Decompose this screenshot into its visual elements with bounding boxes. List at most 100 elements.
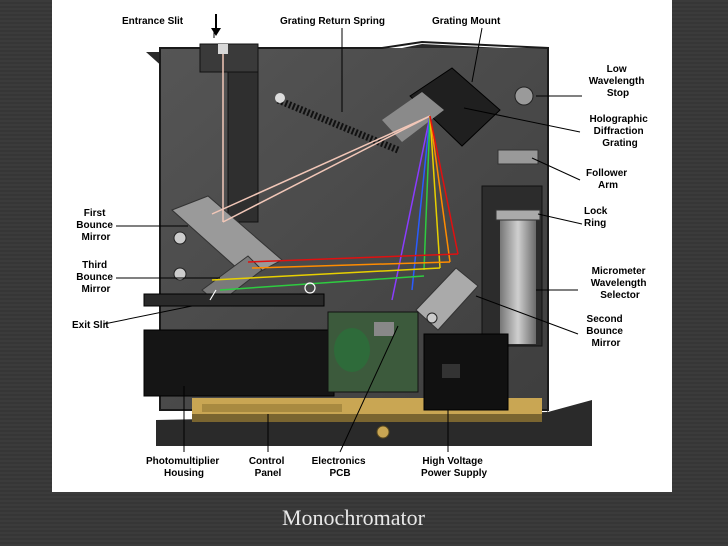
label-second-bounce-line1: Second — [587, 314, 623, 325]
bottom-rail-shadow — [192, 414, 542, 422]
pcb-chip — [374, 322, 394, 336]
label-low-wavelength-stop-line1: Low — [607, 64, 627, 75]
diagram-stage: Entrance Slit Grating Return Spring Grat… — [52, 0, 672, 492]
label-grating-mount: Grating Mount — [432, 16, 501, 27]
label-high-voltage-line1: High Voltage — [422, 456, 483, 467]
label-second-bounce-mirror: Second Bounce Mirror — [586, 314, 625, 349]
ray-violet — [391, 115, 431, 301]
lock-ring — [495, 209, 541, 221]
leader-grating-mount — [471, 27, 483, 83]
return-orange — [251, 261, 451, 269]
label-first-bounce-line1: First — [84, 208, 106, 219]
label-electronics-line2: PCB — [329, 468, 350, 479]
light-paths — [209, 54, 459, 301]
control-panel-strip — [202, 404, 342, 412]
beam-to-exit — [209, 289, 217, 301]
grating-plate — [382, 92, 444, 142]
plate-bevel — [159, 40, 549, 411]
label-high-voltage-line2: Power Supply — [421, 468, 488, 479]
label-micrometer-line3: Selector — [600, 290, 640, 301]
label-first-bounce-line2: Bounce — [76, 220, 113, 231]
leader-electronics-pcb — [339, 325, 399, 453]
return-red — [247, 253, 459, 263]
photomultiplier-housing-box — [143, 329, 335, 397]
entrance-arrow — [211, 14, 221, 36]
label-entrance-slit: Entrance Slit — [122, 16, 184, 27]
label-third-bounce-mirror: Third Bounce Mirror — [76, 260, 115, 295]
entrance-slit-opening — [218, 44, 228, 54]
spring-anchor — [275, 93, 285, 103]
label-control-panel-line1: Control — [249, 456, 285, 467]
label-holographic-line3: Grating — [602, 138, 638, 149]
micrometer-barrel — [500, 214, 536, 344]
label-micrometer-wavelength-selector: Micrometer Wavelength Selector — [591, 266, 650, 301]
label-electronics-pcb: Electronics PCB — [312, 456, 369, 479]
return-green — [219, 275, 425, 291]
grating-return-spring — [276, 96, 400, 154]
label-control-panel: Control Panel — [249, 456, 287, 479]
mirror-screw-1 — [173, 231, 187, 245]
label-grating-return-spring: Grating Return Spring — [280, 16, 385, 27]
slide-caption: Monochromator — [282, 505, 425, 530]
label-third-bounce-line3: Mirror — [82, 284, 111, 295]
ray-yellow — [429, 115, 441, 269]
beam-focus-ring — [304, 282, 316, 294]
ray-red — [429, 115, 459, 255]
label-first-bounce-line3: Mirror — [82, 232, 111, 243]
exit-slit-bar — [143, 293, 325, 307]
entrance-arrow-head — [211, 28, 221, 36]
label-third-bounce-line1: Third — [82, 260, 107, 271]
label-micrometer-line1: Micrometer — [592, 266, 646, 277]
label-photomultiplier-line1: Photomultiplier — [146, 456, 219, 467]
label-photomultiplier-line2: Housing — [164, 468, 204, 479]
instrument-photo — [143, 40, 592, 446]
entrance-slit-column — [227, 71, 259, 223]
label-low-wavelength-stop-line2: Wavelength — [589, 76, 645, 87]
follower-arm — [497, 149, 539, 165]
leader-holographic-grating — [463, 107, 581, 133]
psu-connector — [442, 364, 460, 378]
label-first-bounce-mirror: First Bounce Mirror — [76, 208, 115, 243]
label-low-wavelength-stop: Low Wavelength Stop — [589, 64, 648, 99]
entrance-slit-block — [199, 43, 259, 73]
beam-to-grating-2 — [211, 115, 431, 215]
leader-follower-arm — [531, 157, 581, 181]
leader-lock-ring — [537, 213, 583, 225]
grating-mount-block — [409, 67, 501, 147]
high-voltage-power-supply-box — [423, 333, 509, 411]
label-lock-ring-line1: Lock — [584, 206, 608, 217]
control-panel-knob — [376, 425, 390, 439]
label-third-bounce-line2: Bounce — [76, 272, 113, 283]
label-holographic-line2: Diffraction — [594, 126, 644, 137]
ray-orange — [429, 115, 451, 263]
leader-lines — [103, 27, 583, 453]
labels: Entrance Slit Grating Return Spring Grat… — [72, 16, 650, 479]
return-yellow — [211, 267, 441, 281]
label-follower-arm-line1: Follower — [586, 168, 627, 179]
label-lock-ring-line2: Ring — [584, 218, 606, 229]
label-holographic-line1: Holographic — [589, 114, 648, 125]
label-lock-ring: Lock Ring — [584, 206, 610, 229]
label-follower-arm-line2: Arm — [598, 180, 618, 191]
label-control-panel-line2: Panel — [255, 468, 282, 479]
beam-to-grating-1 — [222, 115, 431, 223]
label-electronics-line1: Electronics — [312, 456, 366, 467]
label-holographic-diffraction-grating: Holographic Diffraction Grating — [589, 114, 650, 149]
monochromator-diagram: Entrance Slit Grating Return Spring Grat… — [72, 14, 650, 479]
leader-exit-slit — [103, 305, 193, 325]
label-exit-slit: Exit Slit — [72, 320, 109, 331]
ray-blue — [411, 115, 431, 291]
pcb-capacitor — [334, 328, 370, 372]
leader-second-bounce — [475, 295, 579, 335]
low-wavelength-stop-screw — [514, 86, 534, 106]
label-follower-arm: Follower Arm — [586, 168, 630, 191]
label-second-bounce-line2: Bounce — [586, 326, 623, 337]
label-low-wavelength-stop-line3: Stop — [607, 88, 629, 99]
label-photomultiplier-housing: Photomultiplier Housing — [146, 456, 222, 479]
label-micrometer-line2: Wavelength — [591, 278, 647, 289]
label-second-bounce-line3: Mirror — [592, 338, 621, 349]
ray-green — [423, 115, 431, 271]
label-high-voltage-power-supply: High Voltage Power Supply — [421, 456, 488, 479]
mirror-screw-2 — [173, 267, 187, 281]
mirror-screw-3 — [426, 312, 438, 324]
